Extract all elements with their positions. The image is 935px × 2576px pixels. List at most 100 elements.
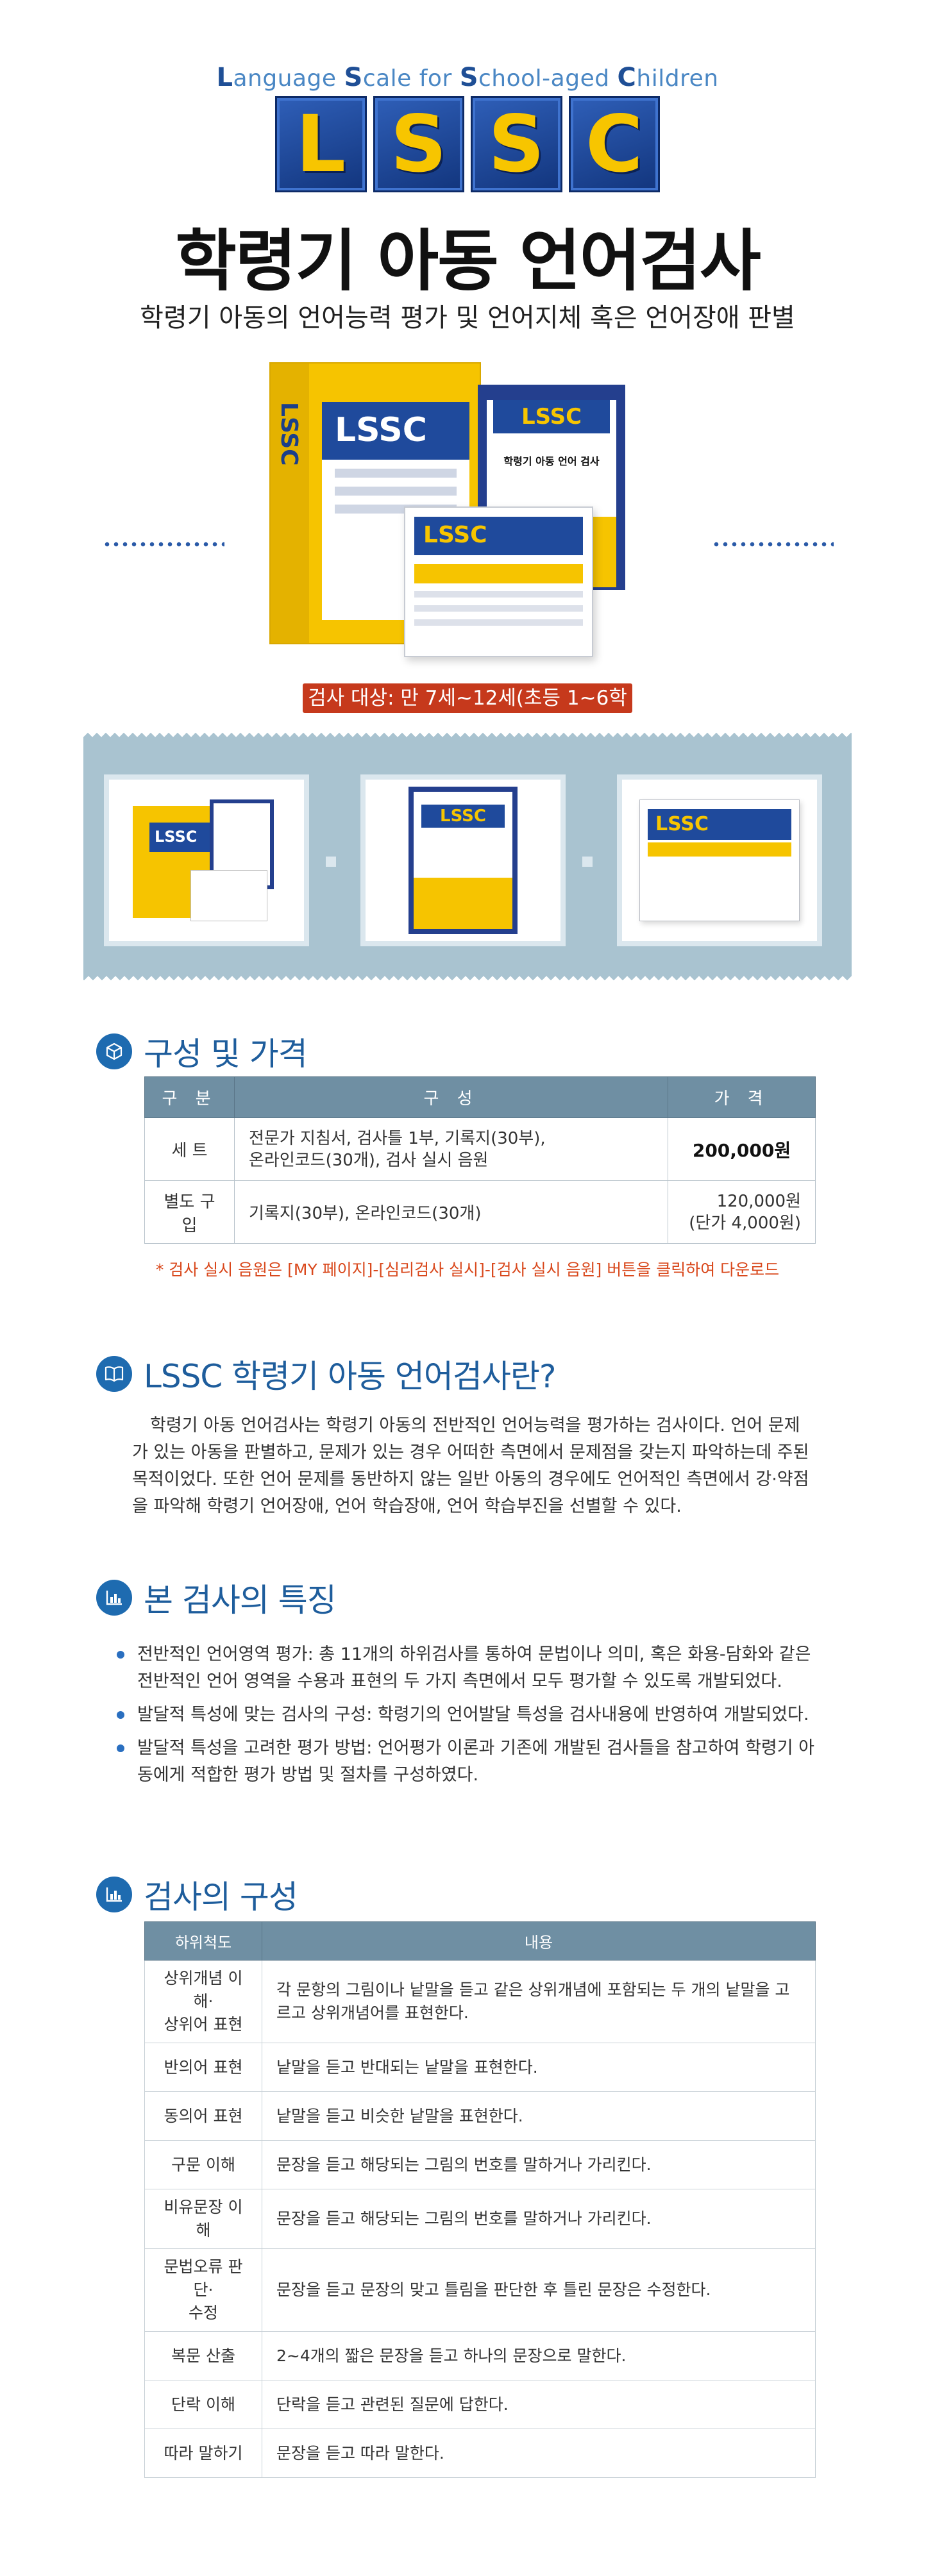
record-thumb-label: LSSC xyxy=(648,809,791,840)
table-row: 별도 구입 기록지(30부), 온라인코드(30개) 120,000원 (단가 … xyxy=(144,1180,816,1244)
page-title: 학령기 아동 언어검사 xyxy=(175,222,761,300)
logo-tile: C xyxy=(568,96,660,192)
subscale-name: 구문 이해 xyxy=(144,2140,262,2189)
product-gallery: LSSC LSSC LSSC xyxy=(83,731,852,982)
table-row: 비유문장 이해 문장을 듣고 해당되는 그림의 번호를 말하거나 가리킨다. xyxy=(144,2189,816,2249)
features-list: 전반적인 언어영역 평가: 총 11개의 하위검사를 통하여 문법이나 의미, … xyxy=(114,1641,820,1795)
row-price: 200,000원 xyxy=(668,1117,816,1181)
lssc-logo: L S S C xyxy=(275,96,660,192)
row-price-cell: 120,000원 (단가 4,000원) xyxy=(668,1180,816,1244)
gallery-thumb-record[interactable]: LSSC xyxy=(617,774,822,946)
record-yellow-band xyxy=(414,564,583,583)
about-paragraph: 학령기 아동 언어검사는 학령기 아동의 전반적인 언어능력을 평가하는 검사이… xyxy=(132,1416,809,1516)
subscale-desc: 문장을 듣고 해당되는 그림의 번호를 말하거나 가리킨다. xyxy=(262,2189,816,2249)
table-row: 따라 말하기 문장을 듣고 따라 말한다. xyxy=(144,2429,816,2478)
subtitle-cap: C xyxy=(617,63,637,92)
dotted-divider xyxy=(712,542,834,547)
page-description: 학령기 아동의 언어능력 평가 및 언어지체 혹은 언어장애 판별 xyxy=(140,303,795,333)
row-price: 120,000원 xyxy=(716,1191,801,1211)
subtitle-cap: S xyxy=(344,63,363,92)
logo-letter: S xyxy=(488,99,545,190)
record-line xyxy=(414,605,583,612)
logo-letter: C xyxy=(585,99,643,190)
table-row: 구문 이해 문장을 듣고 해당되는 그림의 번호를 말하거나 가리킨다. xyxy=(144,2140,816,2189)
logo-tile: L xyxy=(275,96,367,192)
subscale-name: 동의어 표현 xyxy=(144,2091,262,2141)
book-icon xyxy=(96,1356,132,1392)
manual-thumb-label: LSSC xyxy=(421,805,505,828)
manual-thumb-image: LSSC xyxy=(409,787,518,934)
subscale-desc: 문장을 듣고 문장의 맞고 틀림을 판단한 후 틀린 문장은 수정한다. xyxy=(262,2248,816,2332)
table-row: 상위개념 이해· 상위어 표현 각 문항의 그림이나 낱말을 듣고 같은 상위개… xyxy=(144,1960,816,2043)
target-age-badge: 검사 대상: 만 7세~12세(초등 1~6학년) xyxy=(303,683,632,739)
subtitle-cap: L xyxy=(216,63,233,92)
section-title: LSSC 학령기 아동 언어검사란? xyxy=(144,1358,556,1395)
composition-table: 하위척도 내용 상위개념 이해· 상위어 표현 각 문항의 그림이나 낱말을 듣… xyxy=(144,1921,816,2478)
table-header: 가 격 xyxy=(668,1076,816,1118)
record-thumb-yellow xyxy=(648,842,791,857)
subscale-name: 문법오류 판단· 수정 xyxy=(144,2248,262,2332)
section-heading-about: LSSC 학령기 아동 언어검사란? xyxy=(96,1351,556,1397)
manual-thumb-yellow xyxy=(414,878,512,929)
row-category: 세 트 xyxy=(144,1117,235,1181)
record-label: LSSC xyxy=(414,517,583,555)
gallery-separator xyxy=(326,857,336,867)
table-header: 내용 xyxy=(262,1921,816,1961)
english-subtitle: Language Scale for School-aged Children xyxy=(0,63,935,92)
subscale-desc: 단락을 듣고 관련된 질문에 답한다. xyxy=(262,2380,816,2429)
box-line xyxy=(335,487,457,496)
subscale-name: 복문 산출 xyxy=(144,2331,262,2380)
subtitle-cap: S xyxy=(459,63,479,92)
mini-record xyxy=(190,870,267,921)
logo-tile: S xyxy=(373,96,464,192)
logo-letter: S xyxy=(390,99,447,190)
list-item: 전반적인 언어영역 평가: 총 11개의 하위검사를 통하여 문법이나 의미, … xyxy=(114,1641,820,1695)
subscale-name: 비유문장 이해 xyxy=(144,2189,262,2249)
box-side: LSSC xyxy=(271,364,309,643)
subscale-name: 따라 말하기 xyxy=(144,2429,262,2478)
set-image: LSSC xyxy=(133,799,280,921)
subtitle-rest: anguage xyxy=(233,65,344,92)
row-content: 기록지(30부), 온라인코드(30개) xyxy=(234,1180,668,1244)
logo-letter: L xyxy=(296,99,346,190)
table-header-row: 하위척도 내용 xyxy=(144,1921,816,1961)
manual-title: 학령기 아동 언어 검사 xyxy=(503,455,600,467)
box-line xyxy=(335,469,457,478)
bar-chart-icon xyxy=(96,1580,132,1616)
section-heading-composition: 검사의 구성 xyxy=(96,1871,298,1918)
record-line xyxy=(414,591,583,598)
mini-box-label: LSSC xyxy=(149,823,220,852)
table-header-row: 구 분 구 성 가 격 xyxy=(144,1076,816,1118)
subscale-desc: 낱말을 듣고 비슷한 낱말을 표현한다. xyxy=(262,2091,816,2141)
list-item: 발달적 특성에 맞는 검사의 구성: 학령기의 언어발달 특성을 검사내용에 반… xyxy=(114,1702,820,1728)
subscale-name: 단락 이해 xyxy=(144,2380,262,2429)
subtitle-rest: cale for xyxy=(362,65,460,92)
price-table: 구 분 구 성 가 격 세 트 전문가 지침서, 검사틀 1부, 기록지(30부… xyxy=(144,1076,816,1244)
subscale-desc: 낱말을 듣고 반대되는 낱말을 표현한다. xyxy=(262,2043,816,2092)
gallery-thumb-manual[interactable]: LSSC xyxy=(360,774,566,946)
section-heading-price: 구성 및 가격 xyxy=(96,1028,308,1075)
subscale-desc: 문장을 듣고 따라 말한다. xyxy=(262,2429,816,2478)
cube-icon xyxy=(96,1033,132,1069)
row-content: 전문가 지침서, 검사틀 1부, 기록지(30부), 온라인코드(30개), 검… xyxy=(234,1117,668,1181)
table-row: 문법오류 판단· 수정 문장을 듣고 문장의 맞고 틀림을 판단한 후 틀린 문… xyxy=(144,2248,816,2332)
subscale-name: 상위개념 이해· 상위어 표현 xyxy=(144,1960,262,2043)
gallery-separator xyxy=(582,857,593,867)
row-category: 별도 구입 xyxy=(144,1180,235,1244)
record-thumb-image: LSSC xyxy=(639,799,800,921)
subscale-name: 반의어 표현 xyxy=(144,2043,262,2092)
subtitle-rest: chool-aged xyxy=(478,65,618,92)
record-line xyxy=(414,619,583,626)
subtitle-rest: hildren xyxy=(636,65,719,92)
box-label: LSSC xyxy=(322,402,469,460)
table-row: 복문 산출 2~4개의 짧은 문장을 듣고 하나의 문장으로 말한다. xyxy=(144,2331,816,2380)
table-header: 구 분 xyxy=(144,1076,235,1118)
section-title: 본 검사의 특징 xyxy=(144,1582,337,1619)
box-side-label: LSSC xyxy=(276,402,302,466)
gallery-thumb-set[interactable]: LSSC xyxy=(104,774,309,946)
logo-tile: S xyxy=(471,96,562,192)
manual-label: LSSC xyxy=(493,400,610,433)
table-row: 단락 이해 단락을 듣고 관련된 질문에 답한다. xyxy=(144,2380,816,2429)
section-title: 검사의 구성 xyxy=(144,1878,298,1916)
